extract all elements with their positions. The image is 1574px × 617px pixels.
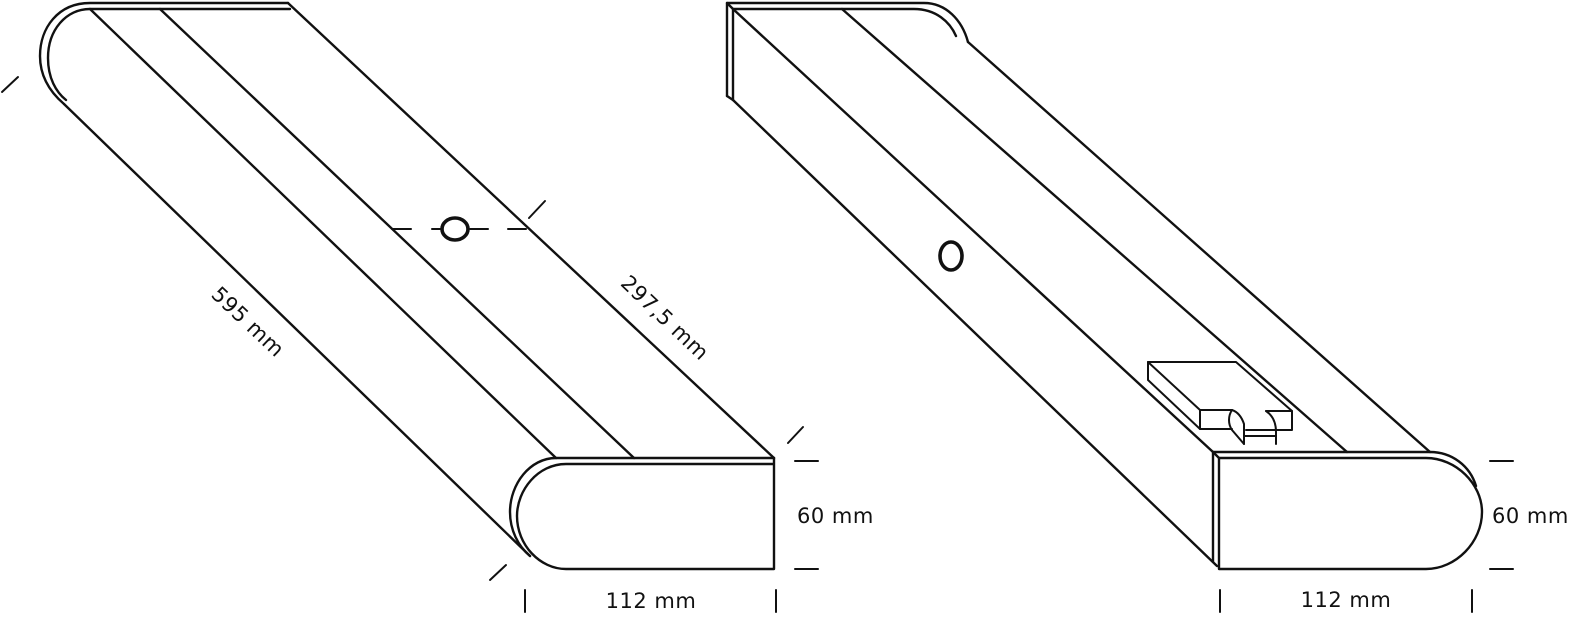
left-half-length-label: 297,5 mm xyxy=(616,271,714,365)
left-front-face-outer xyxy=(508,456,776,558)
left-tick-top-left xyxy=(1,76,19,93)
right-width-label: 112 mm xyxy=(1301,588,1392,612)
right-back-end-corner xyxy=(725,1,735,11)
right-switch-box xyxy=(1147,361,1293,445)
right-outer-edge xyxy=(731,98,1219,568)
right-mounting-hole xyxy=(938,240,964,272)
right-height-label: 60 mm xyxy=(1492,504,1569,528)
left-top-rail-1 xyxy=(88,7,558,460)
right-top-rail-1 xyxy=(731,7,1215,454)
left-height-label: 60 mm xyxy=(797,504,874,528)
left-tick-bottom-right xyxy=(787,426,804,444)
left-front-face xyxy=(515,456,776,571)
right-back-end xyxy=(725,1,970,98)
right-back-end-inner xyxy=(731,7,958,102)
left-width-label: 112 mm xyxy=(606,589,697,613)
left-top-rail-2 xyxy=(158,7,636,460)
left-back-end-cap xyxy=(38,1,290,106)
left-right-edge xyxy=(286,1,776,460)
left-fixture: 595 mm 297,5 mm 60 mm 112 mm xyxy=(1,1,874,613)
right-right-edge xyxy=(966,40,1432,454)
right-front-face-outer xyxy=(1211,450,1478,488)
right-front-face-corner xyxy=(1211,450,1221,460)
right-back-end-bottom xyxy=(725,94,735,102)
right-front-face xyxy=(1217,456,1484,571)
left-tick-bottom-left xyxy=(489,564,507,581)
left-outer-edge xyxy=(62,102,532,558)
left-length-label: 595 mm xyxy=(207,282,289,362)
left-mounting-hole xyxy=(440,216,470,242)
right-top-rail-2 xyxy=(840,7,1349,454)
left-tick-mid xyxy=(528,200,546,219)
right-fixture: 60 mm 112 mm xyxy=(725,1,1569,613)
left-back-end-cap-inner xyxy=(46,7,292,102)
